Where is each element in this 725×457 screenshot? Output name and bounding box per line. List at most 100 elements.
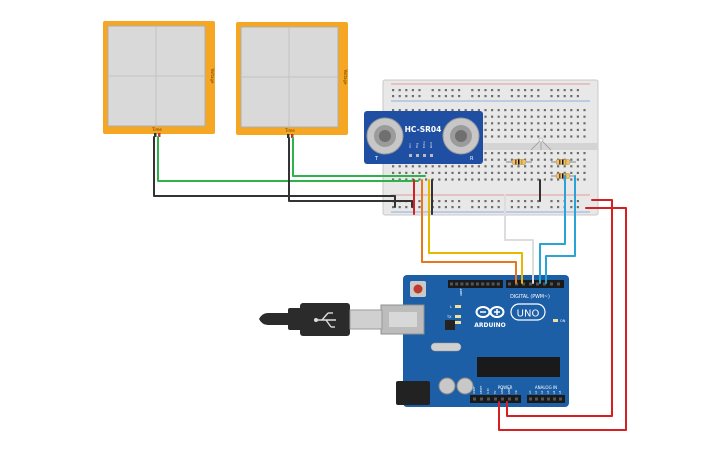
breadboard-hole[interactable] (583, 171, 586, 174)
breadboard-hole[interactable] (491, 109, 494, 112)
breadboard-hole[interactable] (543, 115, 546, 118)
breadboard-hole[interactable] (477, 109, 480, 112)
breadboard-hole[interactable] (576, 171, 579, 174)
breadboard-hole[interactable] (458, 206, 461, 209)
breadboard-hole[interactable] (504, 171, 507, 174)
breadboard-hole[interactable] (510, 152, 513, 155)
header-pin[interactable] (529, 397, 532, 401)
breadboard-hole[interactable] (576, 158, 579, 161)
breadboard-hole[interactable] (537, 135, 540, 138)
breadboard-hole[interactable] (444, 89, 447, 92)
breadboard-hole[interactable] (477, 178, 480, 181)
breadboard-hole[interactable] (484, 200, 487, 203)
breadboard-hole[interactable] (444, 109, 447, 112)
breadboard-hole[interactable] (425, 165, 428, 168)
breadboard-hole[interactable] (583, 158, 586, 161)
breadboard-hole[interactable] (570, 206, 573, 209)
wire-cyan-2[interactable] (545, 175, 576, 284)
breadboard-hole[interactable] (438, 200, 441, 203)
wire-black-2[interactable] (288, 137, 413, 208)
wires[interactable] (153, 136, 627, 431)
breadboard-hole[interactable] (471, 171, 474, 174)
header-pin[interactable] (515, 397, 518, 401)
breadboard-hole[interactable] (438, 89, 441, 92)
breadboard-hole[interactable] (550, 165, 553, 168)
breadboard-hole[interactable] (557, 115, 560, 118)
analog-header[interactable] (527, 395, 565, 403)
breadboard-hole[interactable] (557, 165, 560, 168)
breadboard-hole[interactable] (418, 200, 421, 203)
breadboard-hole[interactable] (464, 178, 467, 181)
header-pin[interactable] (547, 397, 550, 401)
oscilloscope-1-terminal-neg[interactable] (154, 133, 157, 137)
usb-cable[interactable] (259, 303, 383, 336)
breadboard-hole[interactable] (438, 171, 441, 174)
header-pin[interactable] (486, 282, 490, 286)
header-pin[interactable] (553, 397, 556, 401)
breadboard-hole[interactable] (576, 122, 579, 125)
breadboard-hole[interactable] (537, 89, 540, 92)
breadboard-hole[interactable] (570, 115, 573, 118)
header-pin[interactable] (550, 282, 553, 286)
breadboard-hole[interactable] (524, 109, 527, 112)
wire-cyan-1[interactable] (539, 175, 566, 284)
breadboard-hole[interactable] (576, 128, 579, 131)
breadboard-hole[interactable] (458, 95, 461, 98)
breadboard-hole[interactable] (537, 115, 540, 118)
breadboard-hole[interactable] (471, 95, 474, 98)
breadboard-hole[interactable] (576, 152, 579, 155)
header-pin[interactable] (476, 282, 479, 286)
header-pins[interactable] (450, 282, 562, 401)
breadboard-hole[interactable] (576, 178, 579, 181)
breadboard-hole[interactable] (530, 165, 533, 168)
breadboard-hole[interactable] (471, 206, 474, 209)
breadboard-hole[interactable] (530, 128, 533, 131)
arduino-uno[interactable]: DIGITAL (PWM~) AREF L TX RX ON ARDUINO U… (380, 275, 569, 407)
breadboard-hole[interactable] (458, 89, 461, 92)
breadboard-hole[interactable] (557, 200, 560, 203)
breadboard-hole[interactable] (524, 152, 527, 155)
breadboard-hole[interactable] (524, 200, 527, 203)
breadboard-hole[interactable] (537, 206, 540, 209)
breadboard-hole[interactable] (444, 171, 447, 174)
breadboard-hole[interactable] (530, 171, 533, 174)
breadboard-hole[interactable] (543, 122, 546, 125)
wire-red-2[interactable] (498, 207, 627, 431)
breadboard-hole[interactable] (550, 178, 553, 181)
breadboard-hole[interactable] (504, 152, 507, 155)
breadboard-hole[interactable] (497, 158, 500, 161)
breadboard-hole[interactable] (570, 95, 573, 98)
breadboard-hole[interactable] (392, 109, 395, 112)
breadboard-hole[interactable] (504, 122, 507, 125)
wire-green-2[interactable] (292, 137, 426, 177)
breadboard-hole[interactable] (557, 152, 560, 155)
breadboard-hole[interactable] (471, 109, 474, 112)
breadboard-hole[interactable] (583, 135, 586, 138)
breadboard-hole[interactable] (543, 171, 546, 174)
breadboard-hole[interactable] (504, 115, 507, 118)
breadboard-hole[interactable] (543, 109, 546, 112)
breadboard-hole[interactable] (418, 171, 421, 174)
breadboard-hole[interactable] (570, 89, 573, 92)
breadboard-hole[interactable] (398, 206, 401, 209)
oscilloscope-2-terminal-neg[interactable] (287, 134, 290, 138)
wire-orange[interactable] (421, 179, 517, 284)
breadboard-hole[interactable] (510, 89, 513, 92)
breadboard-hole[interactable] (576, 200, 579, 203)
header-pin[interactable] (496, 282, 500, 286)
breadboard-hole[interactable] (524, 135, 527, 138)
breadboard-hole[interactable] (458, 178, 461, 181)
breadboard-hole[interactable] (570, 165, 573, 168)
breadboard-hole[interactable] (543, 158, 546, 161)
breadboard-hole[interactable] (491, 115, 494, 118)
breadboard-holes[interactable] (392, 89, 586, 209)
breadboard-hole[interactable] (464, 109, 467, 112)
breadboard-hole[interactable] (425, 171, 428, 174)
breadboard-hole[interactable] (524, 89, 527, 92)
breadboard-hole[interactable] (451, 200, 454, 203)
breadboard-hole[interactable] (510, 171, 513, 174)
breadboard-hole[interactable] (497, 135, 500, 138)
breadboard-hole[interactable] (576, 206, 579, 209)
header-pin[interactable] (541, 397, 544, 401)
breadboard-hole[interactable] (484, 178, 487, 181)
